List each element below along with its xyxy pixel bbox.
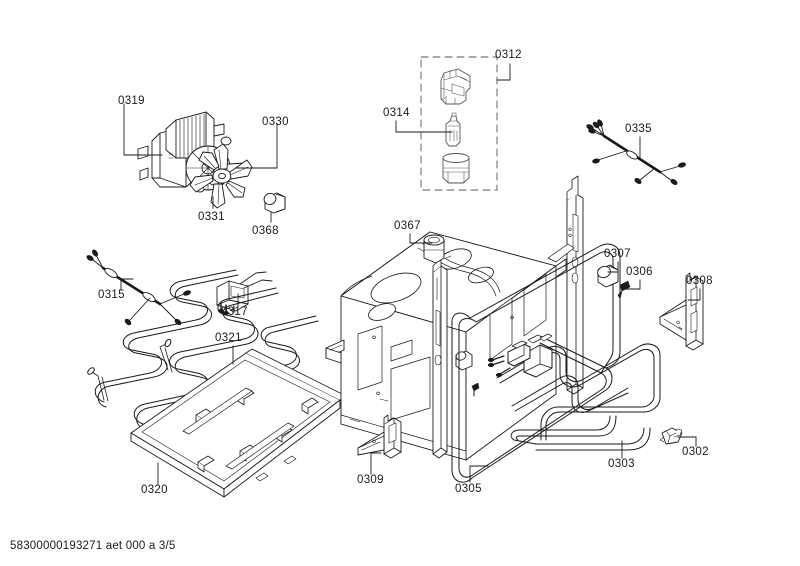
part-label-0312: 0312 (495, 49, 522, 61)
part-label-0335: 0335 (625, 123, 652, 135)
part-0308-side-bracket-right (659, 272, 704, 351)
part-0368-grommet (263, 192, 286, 214)
part-0317-thermal-switch (216, 271, 273, 316)
part-0307-spacer-bushing (597, 264, 619, 288)
part-label-0303: 0303 (608, 458, 635, 470)
part-label-0330: 0330 (262, 116, 289, 128)
part-label-0331: 0331 (198, 211, 225, 223)
part-0314-lamp-bulb (445, 112, 461, 147)
part-0315-wiring-harness (86, 249, 191, 326)
part-label-0309: 0309 (357, 474, 384, 486)
part-label-0317: 0317 (221, 306, 248, 318)
element-terminal-block (487, 333, 553, 378)
oven-front-frame (432, 175, 584, 459)
part-0303-lower-element (487, 333, 661, 451)
leader-0302 (677, 436, 697, 447)
part-label-0320: 0320 (141, 484, 168, 496)
leader-0312 (496, 63, 511, 81)
leader-0308 (687, 288, 701, 301)
part-0331-fan-impeller (189, 143, 253, 209)
part-0335-wiring-harness (586, 119, 686, 185)
part-label-0314: 0314 (383, 107, 410, 119)
part-label-0305: 0305 (455, 483, 482, 495)
part-label-0307: 0307 (604, 248, 631, 260)
part-label-0302: 0302 (682, 446, 709, 458)
leader-0367 (409, 233, 433, 244)
part-0309-side-bracket-left (357, 414, 402, 459)
leader-0305 (469, 465, 489, 483)
leader-0306 (625, 279, 641, 290)
part-label-0368: 0368 (252, 225, 279, 237)
document-footer: 58300000193271 aet 000 a 3/5 (10, 540, 176, 552)
part-label-0306: 0306 (626, 266, 653, 278)
part-lamp-cover (442, 153, 470, 184)
part-0367-vent-fitting (423, 234, 445, 264)
leader-0330 (235, 124, 278, 169)
leader-0307 (607, 261, 619, 273)
part-lamp-housing (440, 68, 471, 105)
leader-0309 (370, 452, 382, 475)
part-label-0367: 0367 (394, 220, 421, 232)
leader-0315 (120, 278, 134, 291)
part-0320-top-panel (130, 348, 347, 498)
part-label-0308: 0308 (686, 275, 713, 287)
part-0302-cable-clip (659, 427, 683, 445)
part-0312-group-box (420, 56, 498, 191)
part-0306-screw (617, 280, 631, 300)
part-0305-ring-element (451, 243, 621, 483)
leader-0314 (395, 120, 453, 133)
part-label-0319: 0319 (118, 95, 145, 107)
part-label-0315: 0315 (98, 289, 125, 301)
leader-0319 (123, 103, 163, 156)
part-label-0321: 0321 (215, 332, 242, 344)
